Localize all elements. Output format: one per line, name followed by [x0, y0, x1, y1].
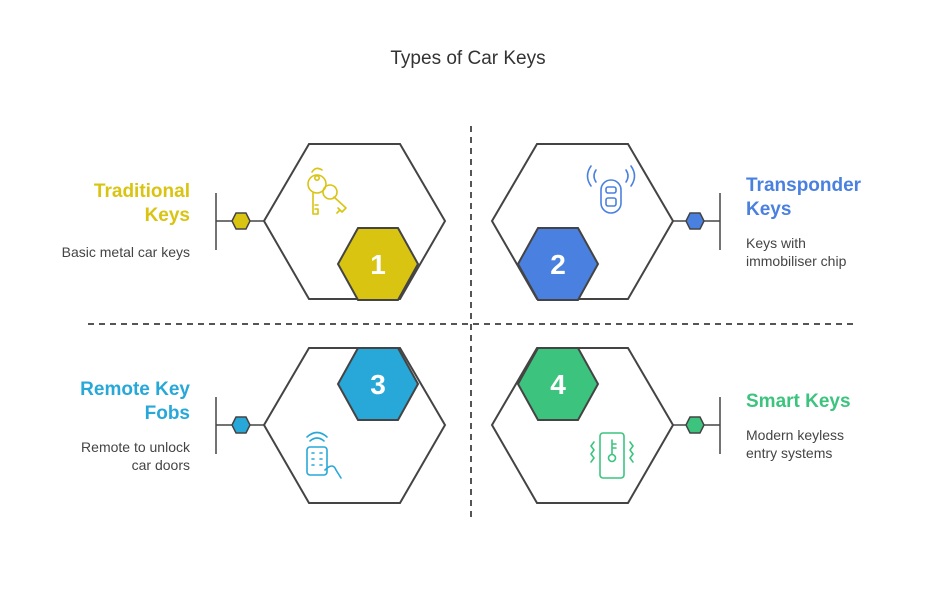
item-description-3-line2: car doors	[131, 457, 190, 473]
item-description-1: Basic metal car keys	[20, 243, 190, 261]
item-title-3-line1: Remote Key	[80, 379, 190, 400]
diagram-title: Types of Car Keys	[390, 48, 546, 69]
item-description-4-line2: entry systems	[746, 445, 833, 461]
item-description-2: Keys with immobiliser chip	[746, 234, 916, 270]
item-title-1-line2: Keys	[144, 205, 190, 226]
item-description-2-line1: Keys with	[746, 235, 806, 251]
item-description-2-line2: immobiliser chip	[746, 253, 847, 269]
transponder-key-icon	[586, 165, 636, 214]
number-4: 4	[550, 369, 566, 400]
item-title-2: Transponder Keys	[746, 174, 916, 222]
connector-1	[215, 193, 264, 250]
remote-fob-icon	[306, 431, 342, 479]
number-2: 2	[550, 249, 566, 280]
item-description-1-line1: Basic metal car keys	[61, 244, 190, 260]
number-3: 3	[370, 369, 386, 400]
item-description-4-line1: Modern keyless	[746, 427, 845, 443]
item-title-2-line2: Keys	[746, 199, 792, 220]
connector-4	[673, 397, 721, 454]
car-keys-icon	[307, 167, 347, 215]
item-title-3-line2: Fobs	[144, 403, 190, 424]
item-title-3: Remote Key Fobs	[40, 378, 190, 426]
number-hexagon-1	[336, 227, 420, 301]
connector-2	[673, 193, 721, 250]
number-1: 1	[370, 249, 386, 280]
item-title-1-line1: Traditional	[93, 181, 190, 202]
number-hexagon-3	[336, 347, 420, 421]
item-description-4: Modern keyless entry systems	[746, 426, 916, 462]
item-title-4: Smart Keys	[746, 390, 916, 414]
smart-key-icon	[590, 432, 634, 479]
item-description-3: Remote to unlock car doors	[20, 438, 190, 474]
item-description-3-line1: Remote to unlock	[81, 439, 190, 455]
item-title-4-line1: Smart Keys	[746, 391, 851, 412]
number-hexagon-2	[516, 227, 600, 301]
number-hexagon-4	[516, 347, 600, 421]
item-title-2-line1: Transponder	[746, 175, 862, 196]
item-title-1: Traditional Keys	[40, 180, 190, 228]
connector-3	[215, 397, 264, 454]
